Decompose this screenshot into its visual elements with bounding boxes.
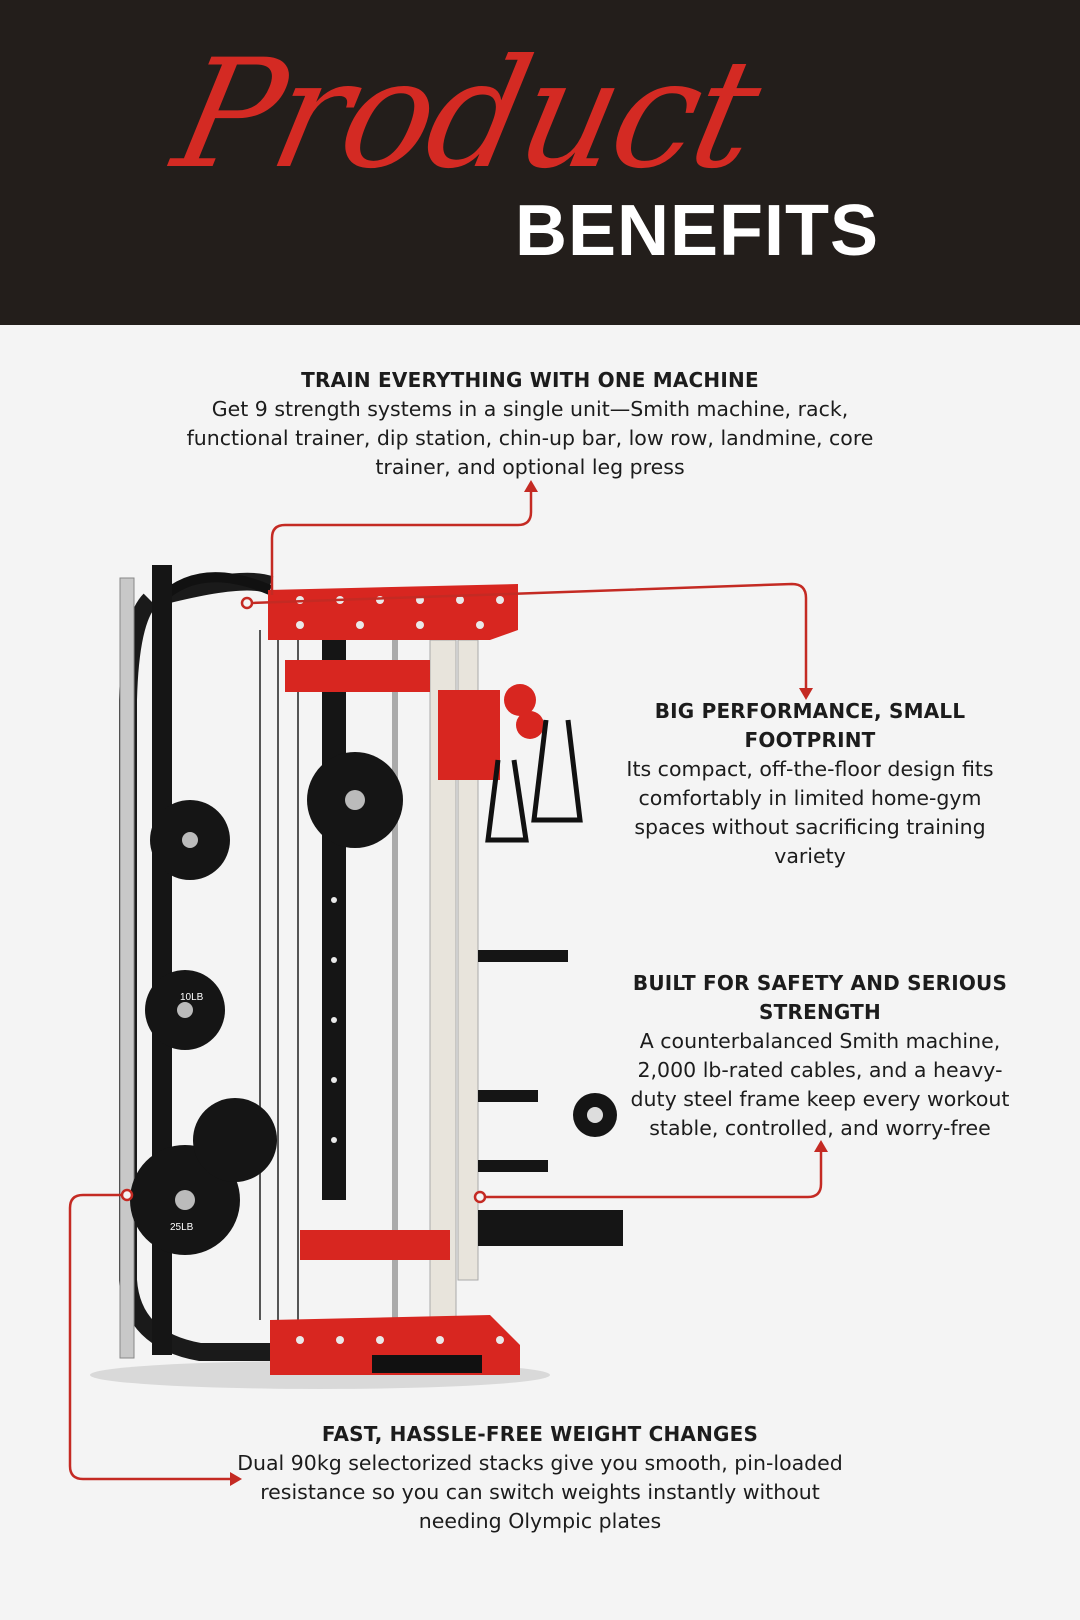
benefit-text: A counterbalanced Smith machine, 2,000 l…: [630, 1029, 1010, 1140]
plate-label: 25LB: [170, 1222, 194, 1233]
benefit-title: BIG PERFORMANCE, SMALL FOOTPRINT: [654, 699, 966, 752]
benefit-small-footprint: BIG PERFORMANCE, SMALL FOOTPRINT Its com…: [620, 697, 1000, 871]
benefit-title: BUILT FOR SAFETY AND SERIOUS STRENGTH: [632, 971, 1008, 1024]
benefit-title: TRAIN EVERYTHING WITH ONE MACHINE: [301, 368, 759, 392]
benefit-train-everything: TRAIN EVERYTHING WITH ONE MACHINE Get 9 …: [180, 366, 880, 482]
benefit-text: Its compact, off-the-floor design fits c…: [626, 757, 994, 868]
benefit-weight-changes: FAST, HASSLE-FREE WEIGHT CHANGES Dual 90…: [220, 1420, 860, 1536]
callout-connectors: [68, 490, 823, 1481]
benefit-text: Dual 90kg selectorized stacks give you s…: [237, 1451, 843, 1533]
header-banner: Product BENEFITS: [0, 0, 1080, 325]
benefit-text: Get 9 strength systems in a single unit—…: [186, 397, 874, 479]
benefit-safety-strength: BUILT FOR SAFETY AND SERIOUS STRENGTH A …: [625, 969, 1015, 1143]
benefits-title: BENEFITS: [515, 191, 880, 271]
plate-label: 10LB: [180, 992, 204, 1003]
benefit-title: FAST, HASSLE-FREE WEIGHT CHANGES: [321, 1422, 759, 1446]
